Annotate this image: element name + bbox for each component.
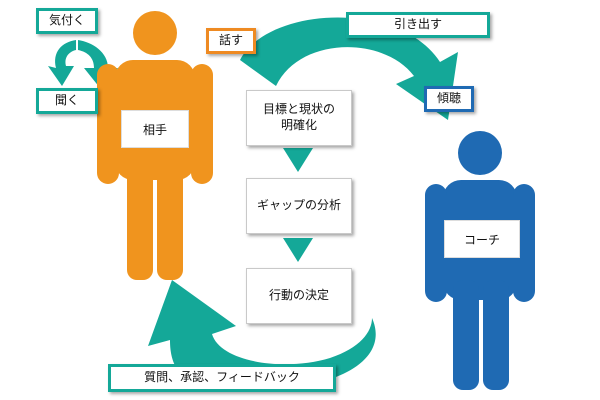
down-arrow-1 bbox=[283, 148, 313, 172]
step-decide-action: 行動の決定 bbox=[246, 268, 352, 324]
client-label: 相手 bbox=[121, 110, 189, 148]
step-gap-analysis: ギャップの分析 bbox=[246, 178, 352, 234]
notice-label: 気付く bbox=[36, 8, 98, 34]
active-listening-label: 傾聴 bbox=[424, 86, 474, 112]
listen-label: 聞く bbox=[36, 88, 98, 114]
draw-out-label: 引き出す bbox=[346, 12, 490, 38]
down-arrow-2 bbox=[283, 238, 313, 262]
coach-label: コーチ bbox=[444, 220, 520, 258]
speak-label: 話す bbox=[206, 28, 256, 54]
feedback-label: 質問、承認、フィードバック bbox=[108, 364, 336, 392]
step-clarify-goals: 目標と現状の 明確化 bbox=[246, 90, 352, 146]
top-curved-arrow bbox=[240, 17, 458, 120]
bottom-curved-arrow bbox=[148, 280, 376, 390]
coach-figure bbox=[425, 131, 535, 390]
